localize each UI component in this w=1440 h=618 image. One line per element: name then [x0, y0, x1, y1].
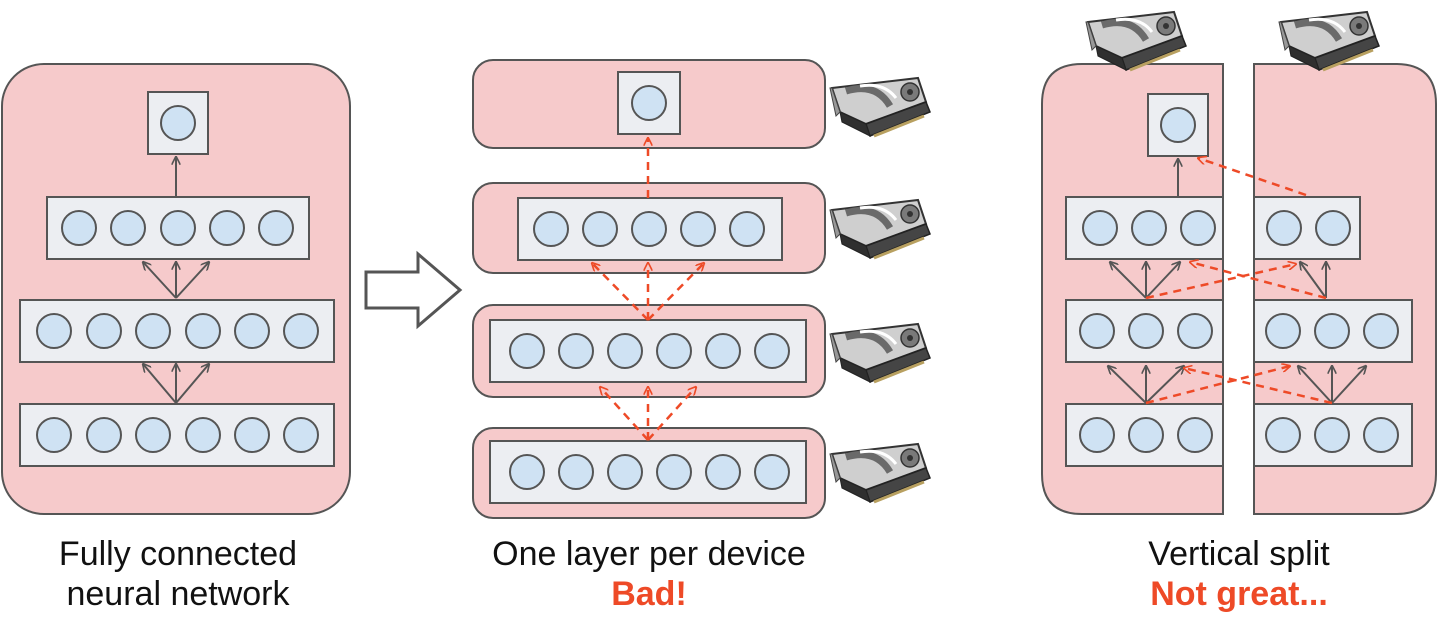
input-layer — [489, 440, 807, 504]
device-partition-right — [1253, 63, 1437, 515]
local-arrows — [1108, 159, 1366, 404]
neuron — [607, 333, 643, 369]
neuron — [1314, 417, 1350, 453]
caption-line: Fully connected — [58, 535, 298, 573]
neuron — [1128, 417, 1164, 453]
neuron — [209, 210, 245, 246]
gpu-card-icon — [830, 324, 930, 382]
hidden-layer-1 — [19, 299, 335, 363]
neuron — [185, 417, 221, 453]
neuron — [61, 210, 97, 246]
cross-device-arrows — [592, 138, 704, 441]
neuron — [656, 454, 692, 490]
gpu-card-icon — [1086, 12, 1186, 70]
neuron — [160, 210, 196, 246]
neuron — [1079, 417, 1115, 453]
hidden-layer-2 — [46, 196, 310, 260]
gpu-card-icon — [830, 78, 930, 136]
neuron — [1265, 313, 1301, 349]
neuron — [1082, 210, 1118, 246]
input-layer-left — [1065, 403, 1224, 467]
neuron — [729, 211, 765, 247]
verdict-label: Not great... — [1150, 575, 1328, 613]
hidden-layer-2-left — [1065, 196, 1224, 260]
output-layer — [617, 71, 681, 135]
neuron — [754, 333, 790, 369]
neuron — [1314, 313, 1350, 349]
cross-device-arrows — [1145, 158, 1333, 405]
neuron — [36, 417, 72, 453]
neuron — [656, 333, 692, 369]
input-layer — [19, 403, 335, 467]
neuron — [607, 454, 643, 490]
hidden-layer-1-left — [1065, 299, 1224, 363]
hidden-layer-2 — [517, 197, 783, 261]
neuron — [1177, 313, 1213, 349]
caption-line: neural network — [66, 575, 290, 613]
verdict-label: Bad! — [611, 575, 687, 613]
neuron — [680, 211, 716, 247]
caption-line: Vertical split — [1148, 535, 1330, 573]
neuron — [754, 454, 790, 490]
right-arrow-icon — [364, 250, 463, 330]
neuron — [1363, 313, 1399, 349]
neuron — [1079, 313, 1115, 349]
neuron — [1160, 107, 1196, 143]
neuron — [36, 313, 72, 349]
neuron — [234, 417, 270, 453]
neuron — [86, 313, 122, 349]
caption-fully-connected: Fully connected neural network — [0, 534, 398, 614]
neuron — [258, 210, 294, 246]
neuron — [86, 417, 122, 453]
caption-vertical-split: Vertical split Not great... — [1019, 534, 1440, 614]
neuron — [185, 313, 221, 349]
neuron — [234, 313, 270, 349]
neuron — [558, 454, 594, 490]
neuron — [1131, 210, 1167, 246]
gpu-card-icon — [830, 200, 930, 258]
caption-line: One layer per device — [492, 535, 806, 573]
neuron — [533, 211, 569, 247]
neuron — [558, 333, 594, 369]
gpu-card-icon — [830, 444, 930, 502]
panel-one-layer-per-device — [472, 59, 930, 519]
output-layer — [147, 91, 209, 155]
connection-arrows — [143, 157, 209, 404]
neuron — [509, 333, 545, 369]
neuron — [160, 105, 196, 141]
neuron — [509, 454, 545, 490]
gpu-card-icon — [1279, 12, 1379, 70]
neuron — [631, 211, 667, 247]
neuron — [1363, 417, 1399, 453]
panel-fully-connected — [1, 63, 351, 515]
input-layer-right — [1253, 403, 1413, 467]
neuron — [705, 333, 741, 369]
neuron — [1265, 417, 1301, 453]
neuron — [631, 85, 667, 121]
caption-one-layer-per-device: One layer per device Bad! — [429, 534, 869, 614]
neuron — [135, 417, 171, 453]
neuron — [1266, 210, 1302, 246]
output-layer — [1147, 93, 1209, 157]
neuron — [110, 210, 146, 246]
panel-vertical-split — [1041, 12, 1437, 515]
neuron — [705, 454, 741, 490]
hidden-layer-1-right — [1253, 299, 1413, 363]
hidden-layer-1 — [489, 319, 807, 383]
neuron — [283, 313, 319, 349]
neuron — [283, 417, 319, 453]
neuron — [1128, 313, 1164, 349]
neuron — [1315, 210, 1351, 246]
neuron — [135, 313, 171, 349]
neuron — [1180, 210, 1216, 246]
neuron — [582, 211, 618, 247]
neuron — [1177, 417, 1213, 453]
hidden-layer-2-right — [1253, 196, 1361, 260]
